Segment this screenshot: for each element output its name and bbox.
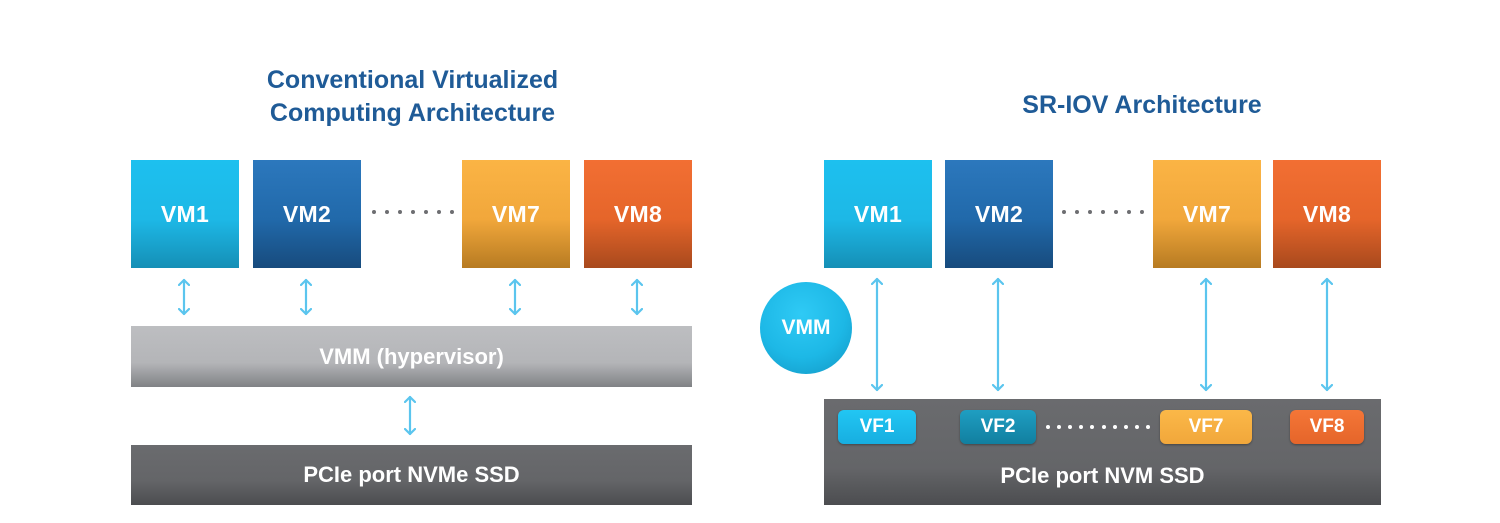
- right-pcie-ssd-bar: [824, 399, 1381, 505]
- right-pcie-ssd-label: PCIe port NVM SSD: [1000, 463, 1205, 488]
- right-vm-ellipsis: [1062, 202, 1144, 222]
- left-vmm-hypervisor-bar: VMM (hypervisor): [131, 326, 692, 387]
- right-vm8-box: VM8: [1273, 160, 1381, 268]
- left-vm8-box: VM8: [584, 160, 692, 268]
- right-vf2-badge: VF2: [960, 410, 1036, 444]
- left-vm-ellipsis: [372, 202, 454, 222]
- left-title-line-1: Conventional Virtualized: [266, 66, 559, 94]
- right-vf7-badge: VF7: [1160, 410, 1252, 444]
- right-vmm-circle: VMM: [760, 282, 852, 374]
- left-diagram-title: Conventional Virtualized Computing Archi…: [200, 64, 625, 130]
- left-vm2-box: VM2: [253, 160, 361, 268]
- right-vm1-box: VM1: [824, 160, 932, 268]
- left-title-line-2: Computing Architecture: [269, 99, 556, 127]
- right-vm7-box: VM7: [1153, 160, 1261, 268]
- left-vm1-box: VM1: [131, 160, 239, 268]
- right-vf-ellipsis: [1046, 424, 1150, 430]
- right-diagram-title: SR-IOV Architecture: [1022, 91, 1262, 119]
- right-vf1-badge: VF1: [838, 410, 916, 444]
- left-vm7-box: VM7: [462, 160, 570, 268]
- right-vf8-badge: VF8: [1290, 410, 1364, 444]
- right-vm2-box: VM2: [945, 160, 1053, 268]
- left-pcie-ssd-bar: PCIe port NVMe SSD: [131, 445, 692, 505]
